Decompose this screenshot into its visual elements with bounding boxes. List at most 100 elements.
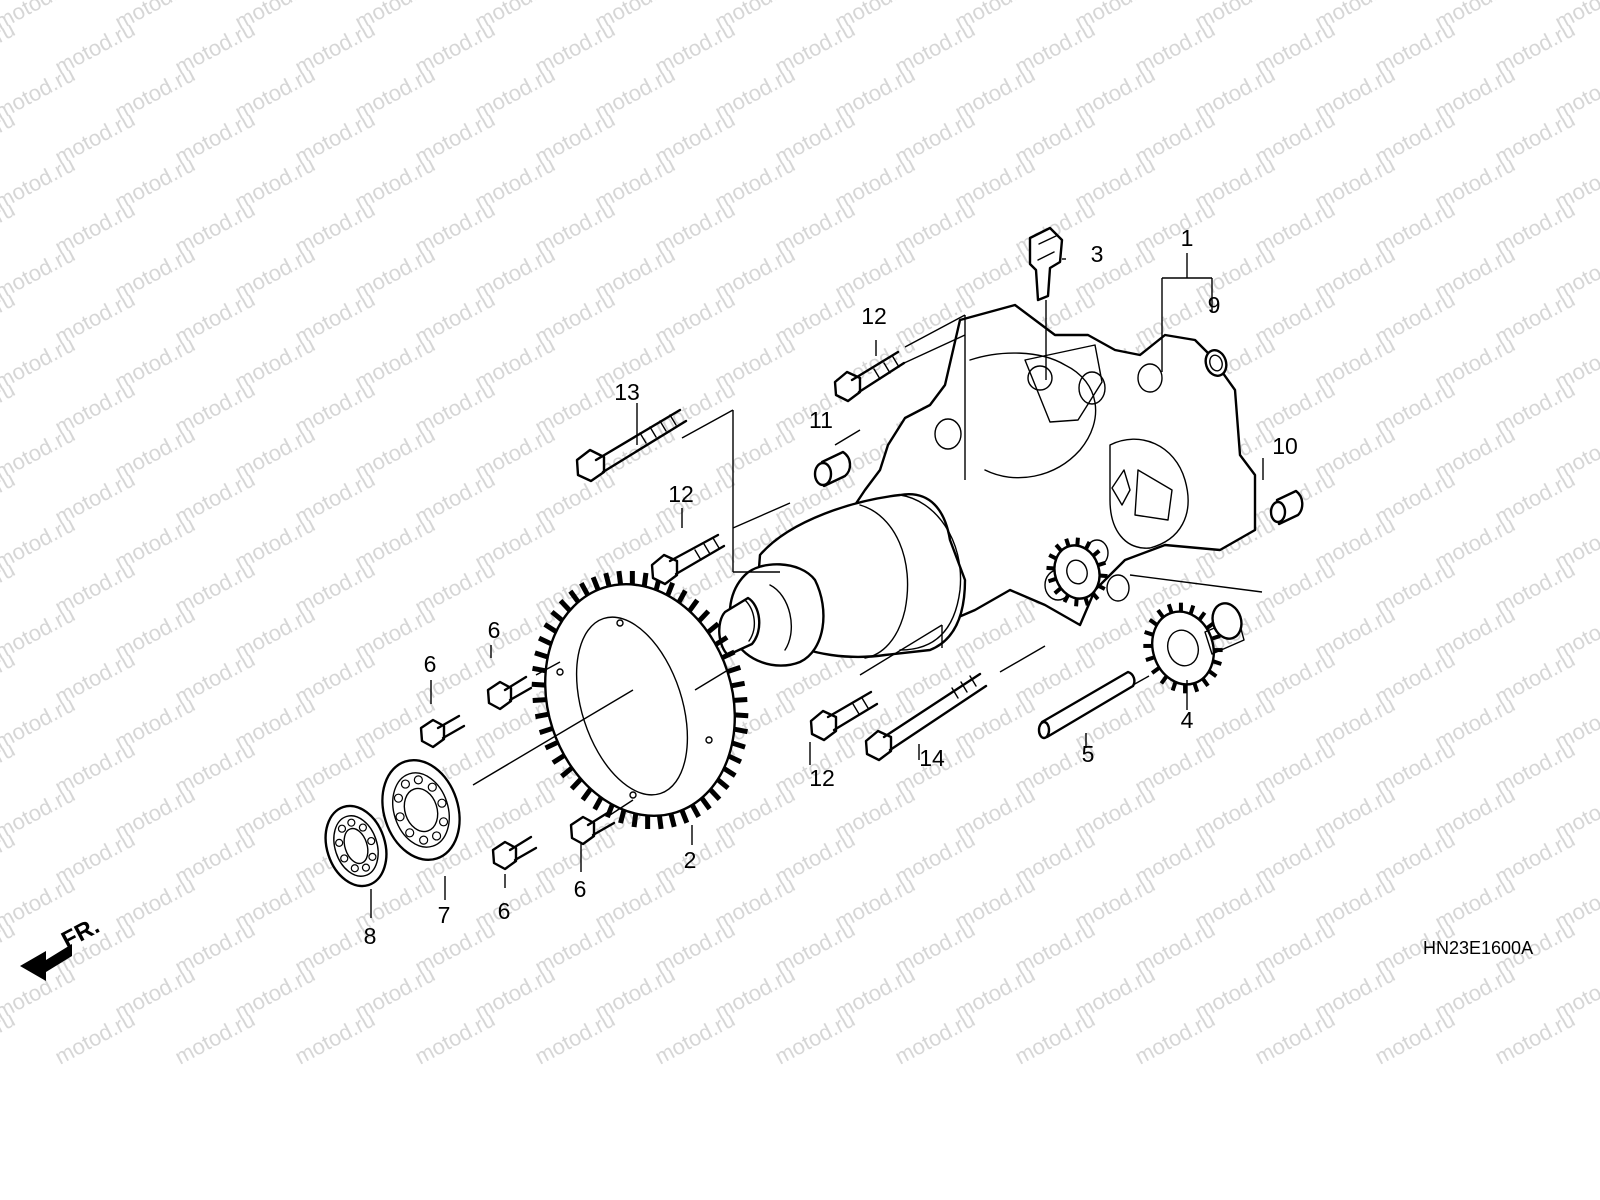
gear-tooth [724, 665, 742, 675]
housing-cylinder [718, 493, 967, 667]
gear-tooth [568, 589, 582, 606]
gear-tooth [728, 680, 746, 689]
gear-tooth [718, 649, 736, 662]
callout-11: 11 [809, 407, 833, 433]
watermark-text: motod.ru [1131, 1007, 1219, 1070]
gear-tooth [569, 775, 585, 791]
gear-tooth [537, 635, 555, 648]
gear-tooth [656, 812, 664, 830]
bearing-ball [393, 793, 404, 803]
gear-tooth [534, 650, 551, 661]
bearing-ball [335, 838, 344, 847]
bolt-12-upper [833, 350, 906, 403]
callout-10: 10 [1272, 433, 1298, 459]
callout-6-d: 6 [498, 898, 511, 924]
bearing-ball [337, 824, 347, 833]
gear-tooth [664, 581, 675, 599]
bolt-12-lower [809, 690, 879, 742]
gear-tooth [580, 785, 595, 802]
callout-labels: 1 2 3 4 5 6 6 6 6 7 8 9 10 11 12 12 12 1… [364, 225, 1298, 949]
gear-4 [1143, 602, 1245, 694]
watermark-text: motod.ru [0, 512, 79, 575]
bearing-8 [324, 804, 388, 888]
gear-tooth [712, 635, 729, 649]
watermark-text: motod.ru [0, 782, 79, 845]
watermark-text: motod.ru [651, 1007, 739, 1070]
gear-tooth [590, 576, 602, 594]
watermark-text: motod.ru [0, 422, 79, 485]
callout-6-c: 6 [574, 876, 587, 902]
bearing-ball [361, 863, 371, 872]
callout-12-b: 12 [668, 481, 694, 507]
callout-12-a: 12 [861, 303, 887, 329]
idler-gear-on-housing [1046, 537, 1108, 607]
dowel-pin-10 [1269, 489, 1304, 526]
watermark-text: motod.ru [1371, 1007, 1459, 1070]
callout-8: 8 [364, 923, 377, 949]
bearing-ball [413, 775, 423, 785]
bearing-ball [438, 817, 449, 827]
gear-tooth [720, 764, 737, 778]
bearing-ball [395, 812, 405, 822]
bearing-ball [367, 836, 376, 846]
callout-5: 5 [1082, 741, 1095, 767]
starter-gear [531, 570, 749, 830]
diagram-code: HN23E1600A [1423, 938, 1533, 958]
watermark-text: motod.ru [0, 332, 79, 395]
watermark-text: motod.ru [531, 1007, 619, 1070]
bearing-ball [358, 823, 367, 832]
leader-lines [370, 253, 1264, 918]
gear-tooth [534, 711, 552, 720]
bolt-6-d [491, 835, 538, 871]
shaft-5 [1037, 670, 1136, 740]
bearing-ball [400, 779, 411, 789]
gear-tooth [616, 570, 624, 588]
bearing-ball [347, 818, 356, 827]
watermark-text: motod.ru [291, 1007, 379, 1070]
gear-tooth [725, 752, 743, 765]
gear-tooth [531, 681, 548, 688]
gear-tooth [603, 572, 613, 590]
watermark-text: motod.ru [0, 62, 79, 125]
watermark-text: motod.ru [771, 1007, 859, 1070]
watermark-text: motod.ru [0, 692, 79, 755]
callout-9: 9 [1208, 292, 1221, 318]
small-bolts-6 [419, 675, 616, 871]
bolt-6-b [419, 714, 466, 749]
watermark-text: motod.ru [0, 242, 79, 305]
bearing-7 [381, 758, 461, 862]
gear-tooth [532, 696, 549, 703]
gear-tooth [685, 598, 700, 615]
bearing-ball [437, 798, 447, 808]
gear-tooth [698, 794, 712, 811]
bearing-ball [427, 782, 437, 792]
gear-tooth [618, 806, 627, 824]
bearing-ball [340, 854, 349, 863]
bearing-ball [368, 852, 377, 861]
gear-tooth [558, 599, 574, 615]
callout-3: 3 [1091, 241, 1104, 267]
bolt-12-middle [650, 533, 726, 586]
bolt-6-c [569, 810, 616, 846]
gear-tooth [592, 794, 605, 811]
gear-tooth [729, 739, 746, 750]
watermark-text: motod.ru [1011, 1007, 1099, 1070]
gear-tooth [704, 621, 720, 636]
bearing-ball [419, 835, 429, 845]
gear-tooth [731, 697, 748, 704]
watermark-text: motod.ru [171, 1007, 259, 1070]
gear-tooth [695, 609, 711, 625]
bolt-6-a [486, 675, 533, 711]
bearing-ball [405, 828, 415, 838]
gear-tooth [550, 609, 566, 624]
gear-tooth [731, 726, 748, 735]
bolt-14 [864, 672, 988, 762]
watermark-text: motod.ru [51, 1007, 139, 1070]
gear-tooth [706, 785, 722, 801]
watermark-text: motod.ru [1491, 1007, 1579, 1070]
callout-7: 7 [438, 902, 451, 928]
gear-tooth [560, 764, 576, 779]
watermark-text: motod.ru [891, 1007, 979, 1070]
watermark-text: motod.ru [1251, 1007, 1339, 1070]
gear-tooth [688, 801, 701, 818]
